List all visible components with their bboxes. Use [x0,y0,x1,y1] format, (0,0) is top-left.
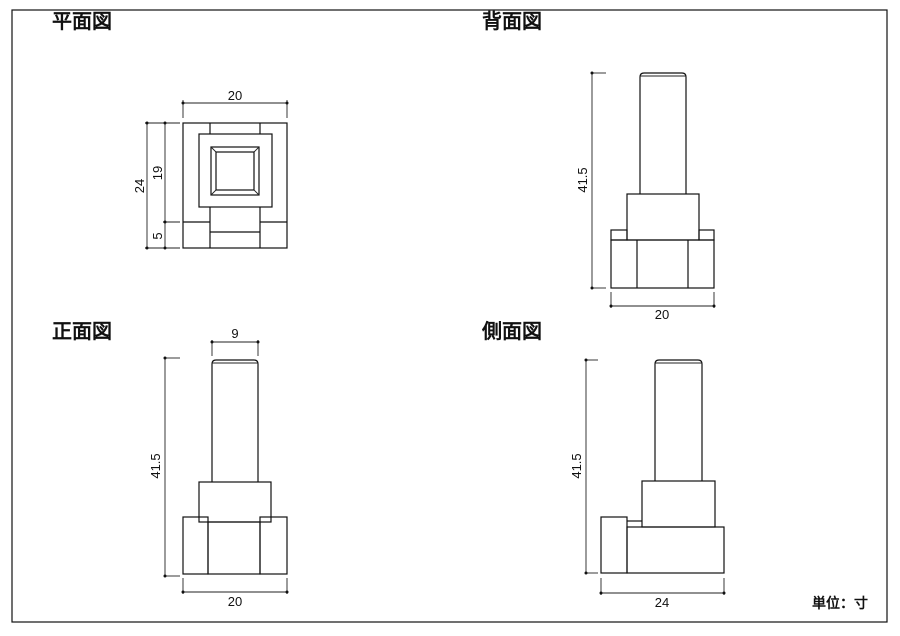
unit-label: 単位：寸 [812,595,868,612]
back-width-label: 20 [655,307,669,322]
side-depth-label: 24 [655,595,669,610]
plan-width-label: 20 [228,88,242,103]
front-view: 正面図 9 41.5 20 [52,319,289,609]
front-height-label: 41.5 [148,453,163,478]
back-dimension-width: 20 [609,292,716,322]
plan-upper-label: 19 [150,166,165,180]
side-drawing [600,359,725,574]
front-width-label: 20 [228,594,242,609]
front-view-title: 正面図 [52,319,112,343]
front-dimension-width: 20 [181,578,289,609]
sheet-border [11,9,888,623]
back-dimension-height: 41.5 [575,71,606,290]
front-column-width-label: 9 [231,326,238,341]
back-view: 背面図 41.5 20 [482,9,716,322]
front-dimension-height: 41.5 [148,356,180,578]
plan-drawing [182,122,288,249]
plan-view-title: 平面図 [52,9,112,33]
front-dimension-column: 9 [210,326,260,356]
plan-dimension-width: 20 [181,88,289,118]
side-view: 側面図 41.5 24 [481,319,726,610]
back-drawing [610,72,715,289]
side-dimension-depth: 24 [599,578,726,610]
side-view-title: 側面図 [481,319,542,343]
front-drawing [182,359,288,575]
side-dimension-height: 41.5 [569,358,598,575]
plan-view: 平面図 20 [52,9,289,250]
plan-depth-label: 24 [132,179,147,193]
side-height-label: 41.5 [569,453,584,478]
plan-dimension-depth: 24 19 5 [132,121,180,250]
back-height-label: 41.5 [575,167,590,192]
back-view-title: 背面図 [482,9,542,33]
plan-lower-label: 5 [150,232,165,239]
